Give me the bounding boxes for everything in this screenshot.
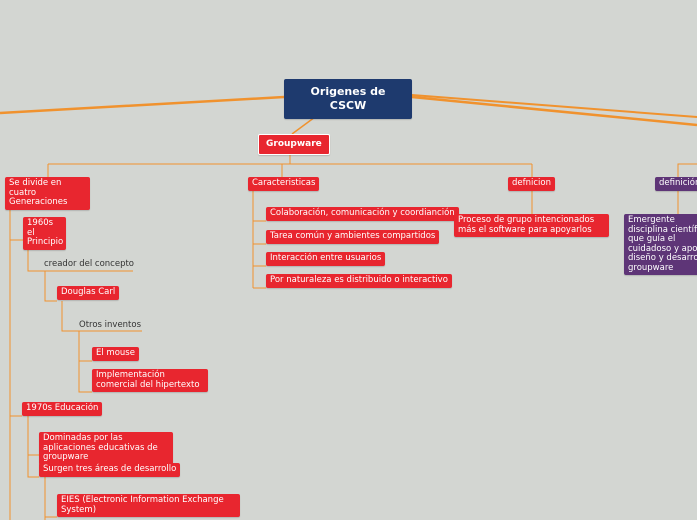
root-node[interactable]: Origenes de CSCW — [284, 79, 412, 119]
caracteristica-item[interactable]: Por naturaleza es distribuido o interact… — [266, 274, 452, 288]
caracteristica-item[interactable]: Interacción entre usuarios — [266, 252, 386, 266]
1970s-child[interactable]: Surgen tres áreas de desarrollo — [39, 463, 181, 477]
1960s-node[interactable]: 1960s el Principio — [23, 217, 66, 250]
douglas-node[interactable]: Douglas Carl — [57, 286, 120, 300]
invento-node[interactable]: Implementación comercial del hipertexto — [92, 369, 208, 392]
caracteristica-item[interactable]: Colaboración, comunicación y coordianció… — [266, 207, 459, 221]
definicion-node[interactable]: defnicion — [508, 177, 555, 191]
otros-label[interactable]: Otros inventos — [79, 320, 142, 330]
groupware-node[interactable]: Groupware — [258, 134, 330, 155]
area-node[interactable]: EIES (Electronic Information Exchange Sy… — [57, 494, 240, 517]
1970s-node[interactable]: 1970s Educación — [22, 402, 103, 416]
invento-node[interactable]: El mouse — [92, 347, 139, 361]
caracteristicas-node[interactable]: Caracteristicas — [248, 177, 320, 191]
definicion2-text-node[interactable]: Emergente disciplina científica que guía… — [624, 214, 697, 275]
definicion-text-node[interactable]: Proceso de grupo intencionados más el so… — [454, 214, 609, 237]
caracteristica-item[interactable]: Tarea común y ambientes compartidos — [266, 230, 440, 244]
generaciones-node[interactable]: Se divide en cuatro Generaciones — [5, 177, 90, 210]
creador-label[interactable]: creador del concepto — [44, 259, 134, 269]
1970s-child[interactable]: Dominadas por las aplicaciones educativa… — [39, 432, 173, 465]
definicion2-node[interactable]: definición — [655, 177, 697, 191]
